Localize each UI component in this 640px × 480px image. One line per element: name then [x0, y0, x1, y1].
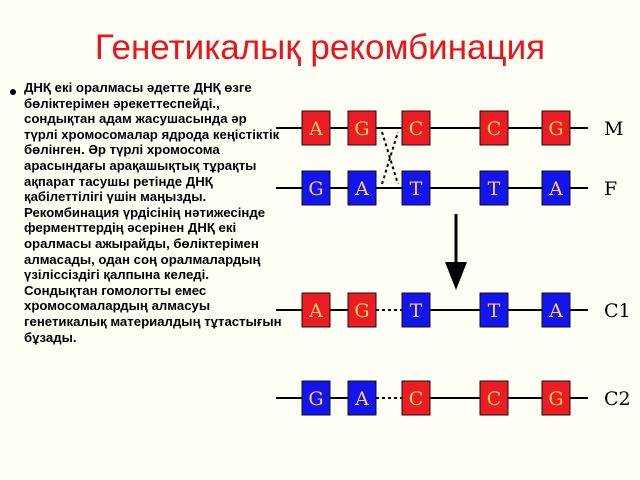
row-c2-box-letter-4: C — [487, 388, 502, 410]
slide-title: Генетикалық рекомбинация — [94, 28, 546, 67]
row-c2-box-letter-1: G — [308, 388, 323, 410]
row-f-label: F — [604, 178, 617, 200]
row-m-box-3 — [401, 110, 431, 146]
row-c2-box-letter-5: G — [548, 388, 563, 410]
row-c1-box-letter-2: G — [354, 300, 369, 322]
bullet-list: ДНҚ екі оралмасы әдетте ДНҚ өзге бөлікте… — [10, 80, 282, 345]
row-m-box-letter-2: G — [354, 118, 369, 140]
row-c1-box-letter-4: T — [488, 300, 501, 322]
row-m-box-letter-3: C — [409, 118, 424, 140]
bullet-item-text: ДНҚ екі оралмасы әдетте ДНҚ өзге бөлікте… — [24, 80, 282, 345]
row-c1-box-1 — [301, 292, 331, 328]
row-m-box-1 — [301, 110, 331, 146]
row-c2-box-5 — [541, 380, 571, 416]
row-m-box-letter-5: G — [548, 118, 563, 140]
row-m-box-5 — [541, 110, 571, 146]
row-c2-box-4 — [479, 380, 509, 416]
row-c1-box-letter-3: T — [410, 300, 423, 322]
row-m-box-letter-1: A — [308, 118, 323, 140]
row-c2-label: C2 — [604, 388, 631, 410]
row-m-label: M — [604, 118, 623, 140]
down-arrow-icon — [445, 262, 467, 290]
row-f-box-4 — [479, 170, 509, 206]
row-m-box-letter-4: C — [487, 118, 502, 140]
row-c2-box-2 — [347, 380, 377, 416]
bullet-dot — [10, 89, 16, 95]
row-c1-box-4 — [479, 292, 509, 328]
row-c2-box-1 — [301, 380, 331, 416]
row-m-box-4 — [479, 110, 509, 146]
row-f-box-5 — [541, 170, 571, 206]
row-c2-box-letter-3: C — [409, 388, 424, 410]
row-c2-box-letter-2: A — [354, 388, 369, 410]
row-f-box-letter-1: G — [308, 178, 323, 200]
row-f-box-letter-4: T — [488, 178, 501, 200]
row-f-box-2 — [347, 170, 377, 206]
row-m-box-2 — [347, 110, 377, 146]
row-c1-box-5 — [541, 292, 571, 328]
row-c1-box-letter-5: A — [548, 300, 563, 322]
row-c2-box-3 — [401, 380, 431, 416]
row-c1-label: C1 — [604, 300, 631, 322]
row-c1-box-2 — [347, 292, 377, 328]
row-f-box-letter-2: A — [354, 178, 369, 200]
row-c1-box-letter-1: A — [308, 300, 323, 322]
row-f-box-1 — [301, 170, 331, 206]
row-c1-box-3 — [401, 292, 431, 328]
row-f-box-letter-5: A — [548, 178, 563, 200]
row-f-box-letter-3: T — [410, 178, 423, 200]
row-f-box-3 — [401, 170, 431, 206]
